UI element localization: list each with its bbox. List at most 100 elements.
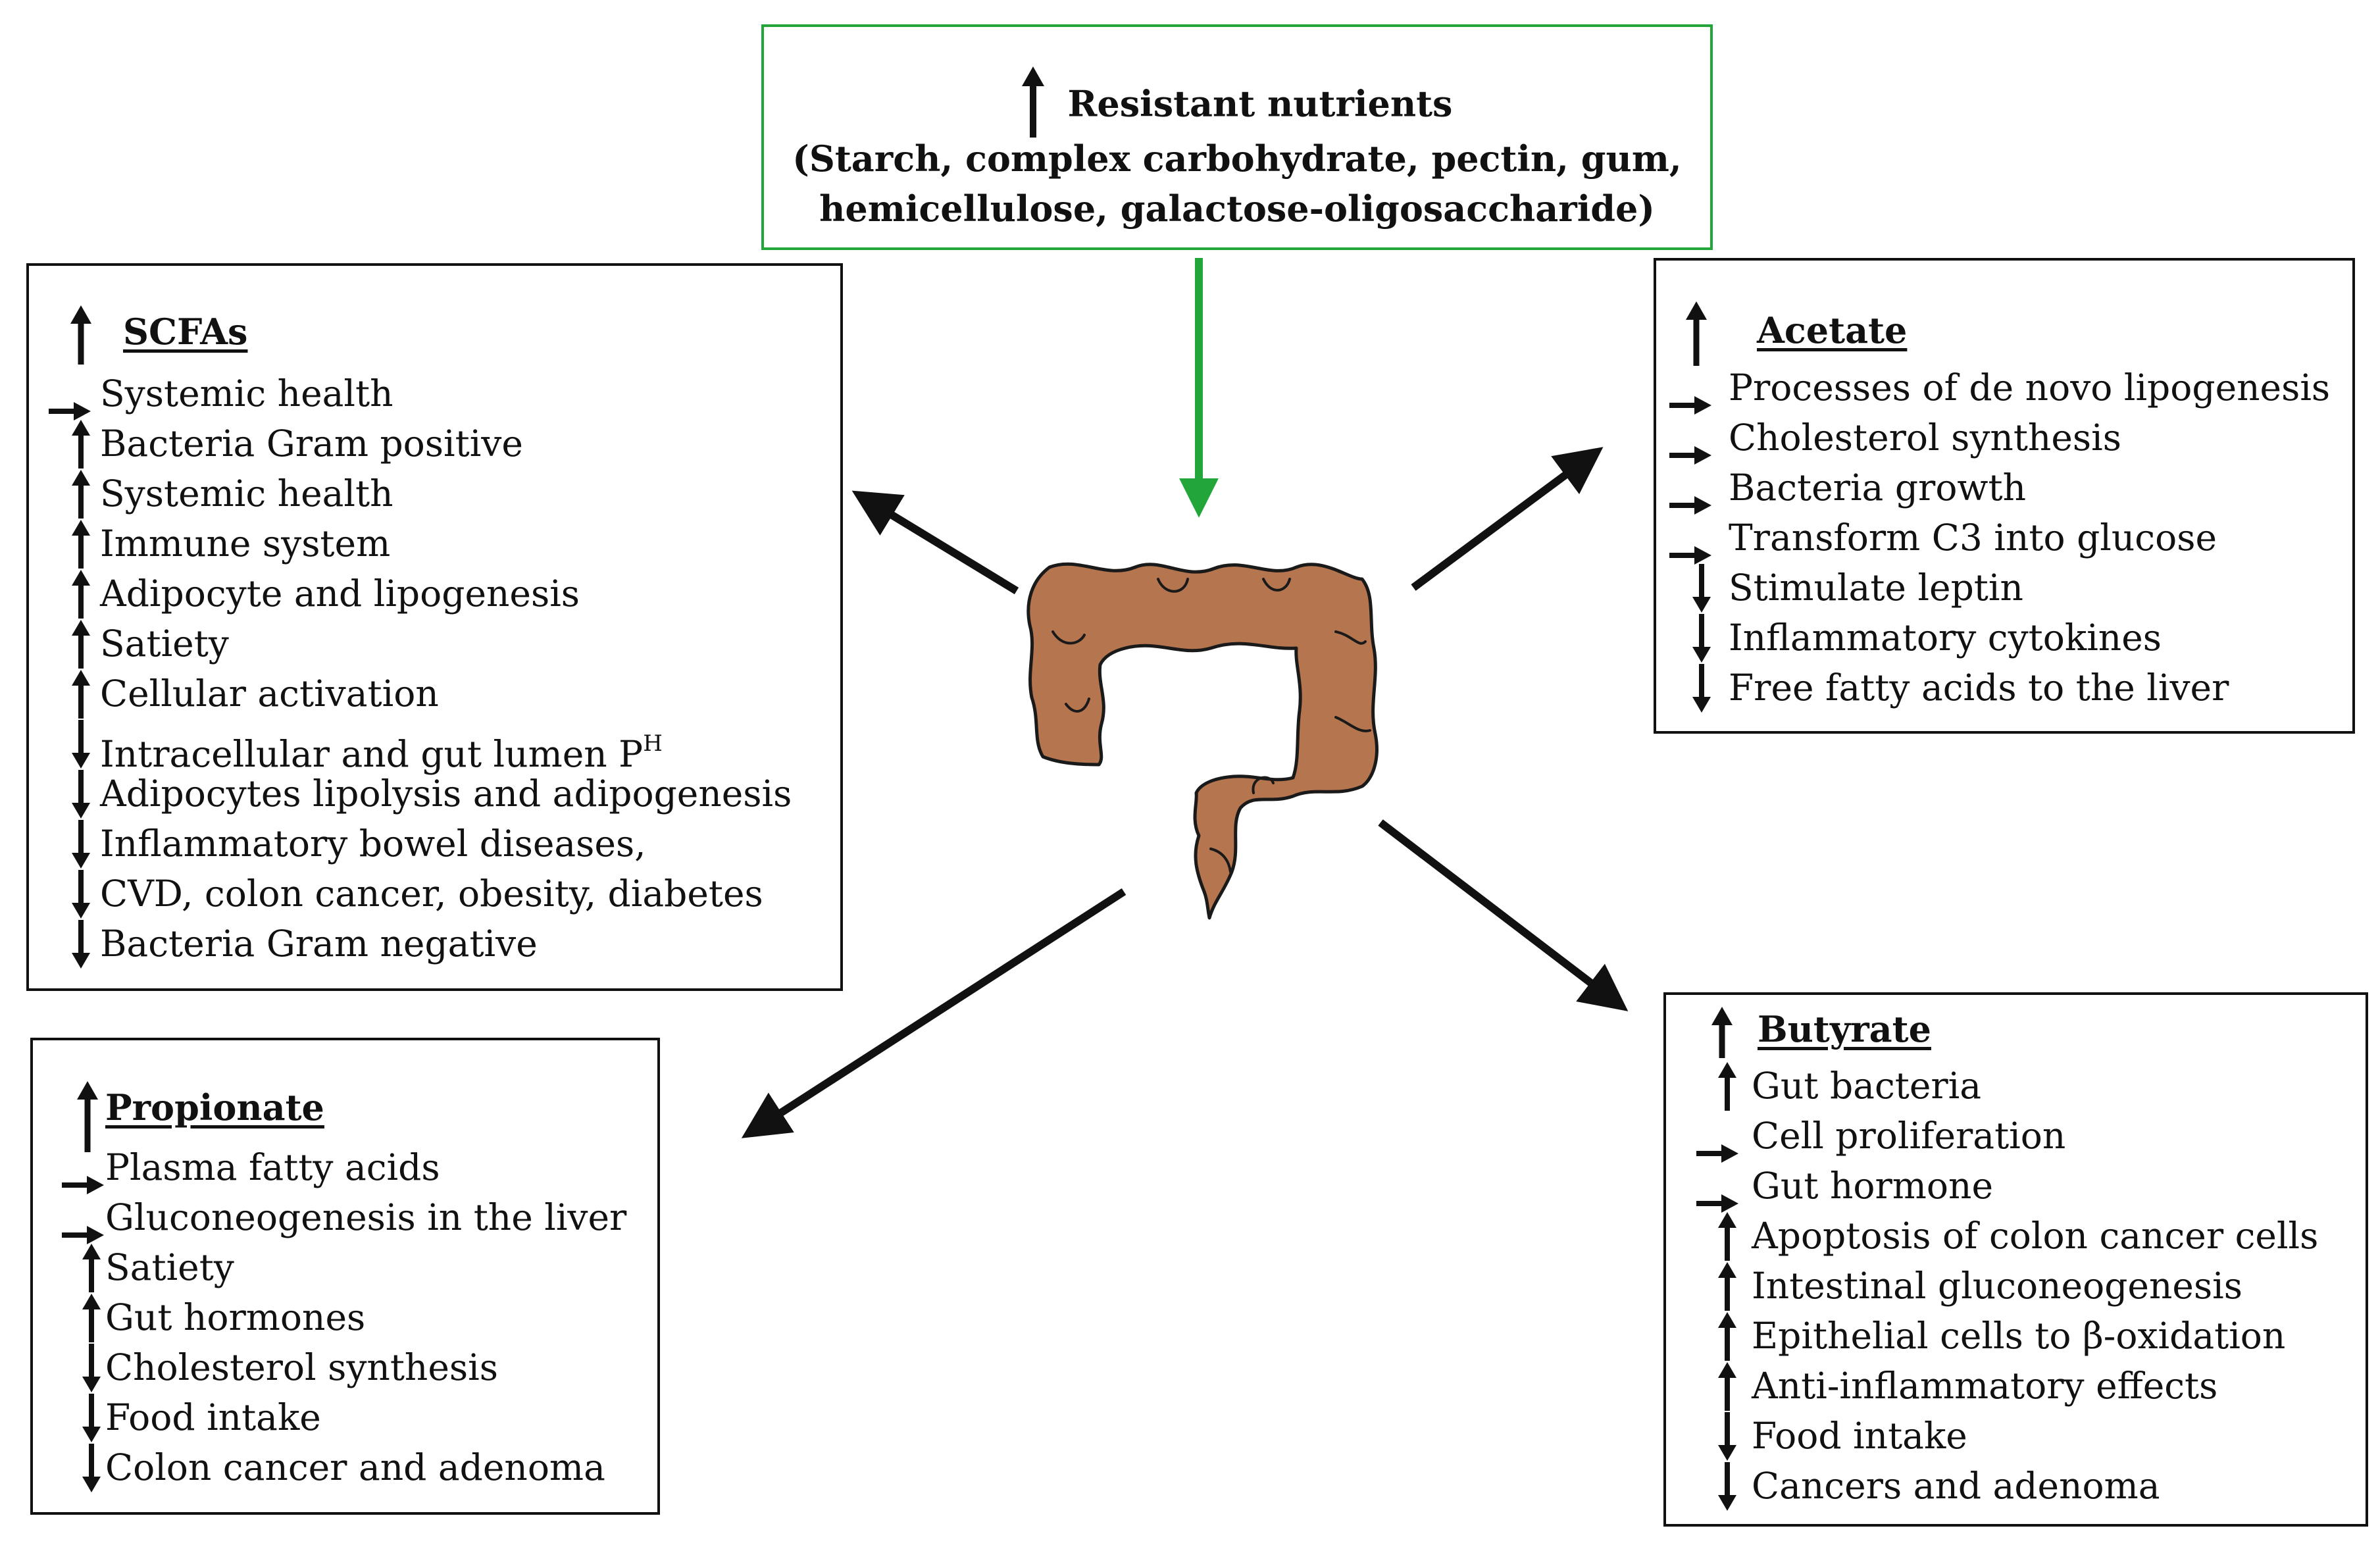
acetate-title-up-arrow-icon: [1685, 301, 1708, 370]
propionate-effect-item: Cholesterol synthesis: [33, 1342, 658, 1392]
scfas-effect-item: Satiety: [29, 619, 838, 669]
right-arrow-icon: [49, 384, 91, 434]
scfas-effect-item: Systemic health: [29, 469, 838, 519]
acetate-effect-text: Inflammatory cytokines: [1729, 617, 2162, 659]
butyrate-effect-text: Epithelial cells to β-oxidation: [1752, 1315, 2286, 1357]
acetate-effect-text: Processes of de novo lipogenesis: [1729, 367, 2331, 409]
up-arrow-icon: [1717, 1362, 1737, 1423]
acetate-effect-text: Stimulate leptin: [1729, 567, 2023, 609]
scfas-effect-text: Immune system: [100, 522, 391, 565]
acetate-effect-text: Transform C3 into glucose: [1729, 517, 2217, 559]
down-arrow-icon: [1717, 1462, 1737, 1523]
acetate-effect-item: Inflammatory cytokines: [1656, 613, 2354, 663]
scfas-effect-item: Inflammatory bowel diseases,: [29, 819, 838, 869]
up-arrow-icon: [71, 570, 91, 631]
right-arrow-icon: [1696, 1126, 1738, 1176]
scfas-title: SCFAs: [123, 311, 248, 353]
propionate-effect-item: Satiety: [33, 1242, 658, 1292]
colon-icon: [1026, 562, 1379, 920]
scfas-effect-item: Intracellular and gut lumen PH: [29, 719, 838, 775]
up-arrow-icon: [82, 1244, 101, 1305]
scfas-effect-item: Bacteria Gram negative: [29, 919, 838, 969]
colon-to-butyrate-arrow: [1378, 819, 1629, 1011]
propionate-effect-text: Cholesterol synthesis: [105, 1346, 498, 1388]
scfas-title-up-arrow-icon: [70, 305, 92, 368]
scfas-effect-item: Systemic health: [29, 368, 838, 420]
propionate-effect-text: Food intake: [105, 1396, 321, 1438]
butyrate-effect-text: Gut bacteria: [1752, 1065, 1982, 1107]
scfas-effect-text: Bacteria Gram positive: [100, 422, 523, 465]
acetate-effect-text: Bacteria growth: [1729, 467, 2027, 509]
scfas-effect-text: Cellular activation: [100, 672, 439, 715]
right-arrow-icon: [1669, 528, 1711, 578]
butyrate-effect-item: Food intake: [1666, 1411, 2367, 1461]
scfas-effect-item: Bacteria Gram positive: [29, 418, 838, 469]
propionate-effect-text: Plasma fatty acids: [105, 1146, 440, 1188]
butyrate-title: Butyrate: [1758, 1008, 1931, 1050]
resistant-nutrients-subtitle: (Starch, complex carbohydrate, pectin, g…: [764, 134, 1710, 234]
scfas-effect-text: Systemic health: [100, 372, 393, 415]
up-arrow-icon: [71, 470, 91, 531]
up-arrow-icon: [71, 670, 91, 731]
colon-to-propionate-arrow: [741, 888, 1127, 1138]
butyrate-effect-item: Apoptosis of colon cancer cells: [1666, 1211, 2367, 1261]
acetate-effect-text: Cholesterol synthesis: [1729, 417, 2121, 459]
up-arrow-icon: [71, 520, 91, 581]
down-arrow-icon: [82, 1344, 101, 1405]
butyrate-effect-text: Intestinal gluconeogenesis: [1752, 1265, 2242, 1307]
scfas-effect-item: Adipocytes lipolysis and adipogenesis: [29, 769, 838, 819]
acetate-title: Acetate: [1757, 309, 1908, 351]
butyrate-effect-item: Anti-inflammatory effects: [1666, 1361, 2367, 1411]
scfas-effect-item: Adipocyte and lipogenesis: [29, 569, 838, 619]
down-arrow-icon: [71, 920, 91, 981]
right-arrow-icon: [62, 1157, 104, 1207]
down-arrow-icon: [82, 1394, 101, 1455]
right-arrow-icon: [62, 1207, 104, 1257]
propionate-effect-item: Colon cancer and adenoma: [33, 1442, 658, 1492]
up-arrow-icon: [82, 1294, 101, 1355]
propionate-effect-text: Gut hormones: [105, 1296, 366, 1338]
scfas-effect-text: Systemic health: [100, 472, 393, 515]
scfas-effect-item: Cellular activation: [29, 669, 838, 719]
acetate-effect-item: Cholesterol synthesis: [1656, 413, 2354, 465]
scfas-effect-text: Adipocytes lipolysis and adipogenesis: [100, 773, 792, 815]
butyrate-effect-item: Gut hormone: [1666, 1161, 2367, 1213]
resistant-nutrients-box: Resistant nutrients (Starch, complex car…: [761, 24, 1713, 250]
propionate-title-up-arrow-icon: [76, 1081, 99, 1156]
butyrate-effect-item: Cell proliferation: [1666, 1111, 2367, 1163]
butyrate-effect-text: Anti-inflammatory effects: [1752, 1365, 2218, 1407]
propionate-effect-item: Gut hormones: [33, 1292, 658, 1342]
scfas-effect-superscript: H: [643, 730, 663, 757]
down-arrow-icon: [71, 820, 91, 881]
butyrate-title-up-arrow-icon: [1711, 1007, 1733, 1062]
up-arrow-icon: [1717, 1312, 1737, 1373]
scfas-effect-text: Bacteria Gram negative: [100, 923, 538, 965]
scfas-effect-item: CVD, colon cancer, obesity, diabetes: [29, 869, 838, 919]
propionate-title: Propionate: [105, 1086, 324, 1129]
scfas-effect-text: Adipocyte and lipogenesis: [100, 572, 580, 615]
butyrate-effect-text: Food intake: [1752, 1415, 1967, 1457]
right-arrow-icon: [1669, 378, 1711, 428]
butyrate-effect-text: Apoptosis of colon cancer cells: [1752, 1215, 2319, 1257]
scfas-effect-text: Satiety: [100, 622, 229, 665]
up-arrow-icon: [71, 620, 91, 681]
scfas-effect-item: Immune system: [29, 519, 838, 569]
resistant-nutrients-title: Resistant nutrients: [1067, 82, 1453, 125]
acetate-effect-item: Processes of de novo lipogenesis: [1656, 363, 2354, 415]
butyrate-effect-text: Gut hormone: [1752, 1165, 1994, 1207]
scfas-effect-text: Intracellular and gut lumen PH: [100, 730, 663, 775]
up-arrow-icon: [71, 420, 91, 481]
down-arrow-icon: [82, 1444, 101, 1505]
resistant-nutrients-subtitle-line2: hemicellulose, galactose-oligosaccharide…: [819, 188, 1655, 230]
down-arrow-icon: [1717, 1412, 1737, 1473]
acetate-effect-item: Bacteria growth: [1656, 463, 2354, 515]
resistant-nutrients-title-row: Resistant nutrients: [764, 66, 1710, 147]
propionate-effect-text: Colon cancer and adenoma: [105, 1446, 605, 1488]
down-arrow-icon: [71, 720, 91, 781]
colon-to-scfas-arrow: [851, 490, 1019, 595]
